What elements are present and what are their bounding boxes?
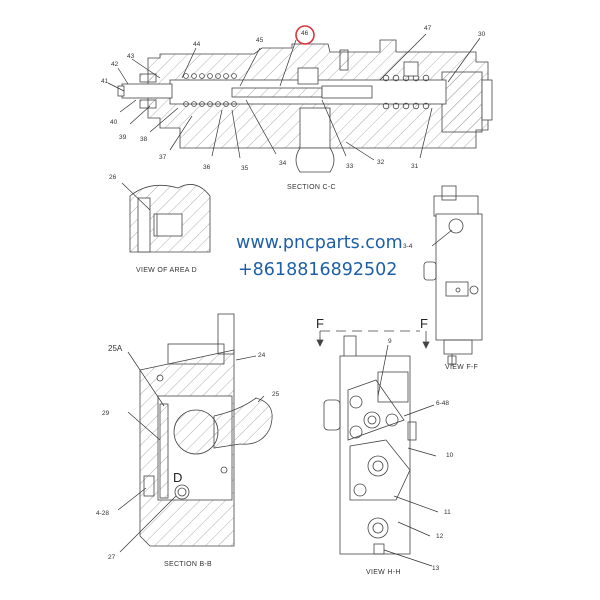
callout-27: 27 [108, 554, 116, 561]
marker-d: D [173, 470, 183, 485]
callout-44: 44 [193, 41, 201, 48]
callout-37: 37 [159, 154, 167, 161]
callout-42: 42 [111, 61, 119, 68]
caption-view-area-d: VIEW OF AREA D [136, 267, 197, 274]
callout-25a: 25A [108, 344, 123, 353]
callout-40: 40 [110, 119, 118, 126]
section-bb-drawing [139, 313, 273, 547]
leader-lines [107, 33, 481, 567]
caption-view-hh: VIEW H-H [366, 569, 401, 576]
view-hh-drawing [316, 330, 430, 555]
caption-section-cc: SECTION C-C [287, 184, 336, 191]
callout-47: 47 [424, 25, 432, 32]
callout-38: 38 [140, 136, 148, 143]
callout-6-48: 6-48 [436, 400, 450, 407]
highlight-ring [295, 25, 315, 45]
section-cc-drawing [117, 39, 493, 173]
callout-29: 29 [102, 410, 110, 417]
callout-24: 24 [258, 352, 266, 359]
area-d-drawing [129, 184, 211, 253]
callout-4-28: 4-28 [96, 510, 110, 517]
view-ff-drawing [423, 185, 483, 366]
watermark-phone: +8618816892502 [238, 260, 398, 280]
callout-34: 34 [279, 160, 287, 167]
caption-section-bb: SECTION B-B [164, 561, 213, 568]
watermark-website: www.pncparts.com [236, 233, 403, 253]
callout-36: 36 [203, 164, 211, 171]
callout-9: 9 [388, 338, 392, 345]
callout-45: 45 [256, 37, 264, 44]
callout-32: 32 [377, 159, 385, 166]
callout-43: 43 [127, 53, 135, 60]
section-mark-f-right: F [420, 316, 428, 331]
callout-33: 33 [346, 163, 354, 170]
callout-26: 26 [109, 174, 117, 181]
callout-11: 11 [444, 509, 451, 516]
callout-12: 12 [436, 533, 444, 540]
callout-25: 25 [272, 391, 280, 398]
callout-13: 13 [432, 565, 440, 572]
callout-10: 10 [446, 452, 454, 459]
callout-31: 31 [411, 163, 419, 170]
callout-35: 35 [241, 165, 249, 172]
callout-39: 39 [119, 134, 127, 141]
caption-view-ff: VIEW F-F [445, 364, 479, 371]
callout-41: 41 [101, 78, 109, 85]
section-mark-f-left: F [316, 316, 324, 331]
callout-46: 46 [301, 30, 309, 37]
callout-30: 30 [478, 31, 486, 38]
callout-3-4: 3-4 [403, 243, 413, 250]
